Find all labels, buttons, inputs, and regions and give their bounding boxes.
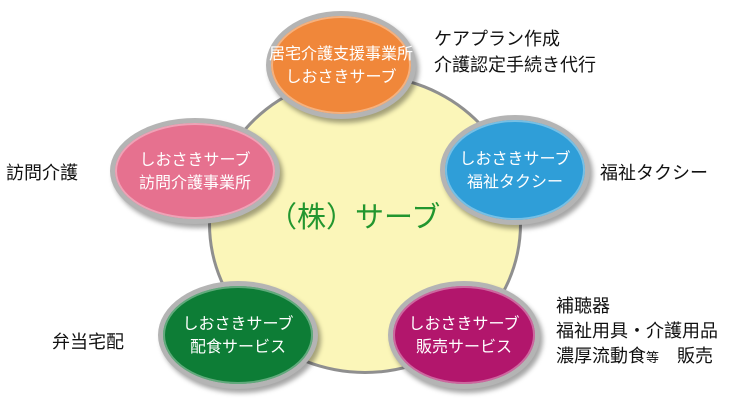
label-sales-items-line2: 福祉用具・介護用品 [556,321,718,342]
label-care-plan: ケアプラン作成 介護認定手続き代行 [434,27,596,79]
node-home-care-office-line2: 訪問介護事業所 [138,173,251,192]
label-care-plan-line1: ケアプラン作成 [434,29,560,50]
node-care-support-office-line1: 居宅介護支援事業所 [269,44,414,63]
label-care-plan-line2: 介護認定手続き代行 [434,55,596,76]
node-meal-delivery: しおさきサーブ 配食サービス [158,281,318,389]
node-welfare-taxi-line1: しおさきサーブ [459,149,571,168]
node-sales-service-line1: しおさきサーブ [408,314,520,333]
node-sales-service: しおさきサーブ 販売サービス [388,281,540,389]
label-sales-items-line1: 補聴器 [556,296,610,317]
label-sales-items: 補聴器 福祉用具・介護用品 濃厚流動食等 販売 [556,294,718,371]
label-sales-items-line3-b: 販売 [677,346,714,367]
label-home-care: 訪問介護 [6,163,78,184]
label-sales-items-line3-small: 等 [646,351,660,366]
label-lunch-delivery: 弁当宅配 [52,332,124,353]
node-care-support-office-line2: しおさきサーブ [285,67,397,86]
node-meal-delivery-line1: しおさきサーブ [182,314,294,333]
label-sales-items-line3-a: 濃厚流動食 [556,346,646,367]
node-home-care-office-line1: しおさきサーブ [139,150,251,169]
label-welfare-taxi: 福祉タクシー [600,163,708,184]
node-care-support-office: 居宅介護支援事業所 しおさきサーブ [266,11,416,119]
center-company-label: （株）サーブ [268,200,441,234]
node-welfare-taxi-line2: 福祉タクシー [466,172,563,191]
node-welfare-taxi: しおさきサーブ 福祉タクシー [440,115,590,225]
node-sales-service-line2: 販売サービス [415,337,512,356]
label-sales-items-line3: 濃厚流動食等 販売 [556,344,718,371]
node-home-care-office: しおさきサーブ 訪問介護事業所 [110,118,280,224]
node-meal-delivery-line2: 配食サービス [189,337,286,356]
